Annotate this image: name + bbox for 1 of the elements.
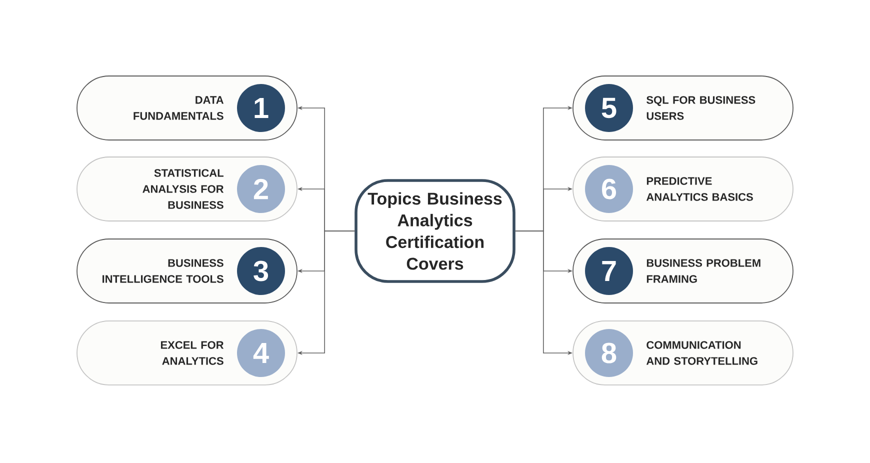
topic-box: Topics Business Analytics Certification Covers [354, 179, 516, 283]
